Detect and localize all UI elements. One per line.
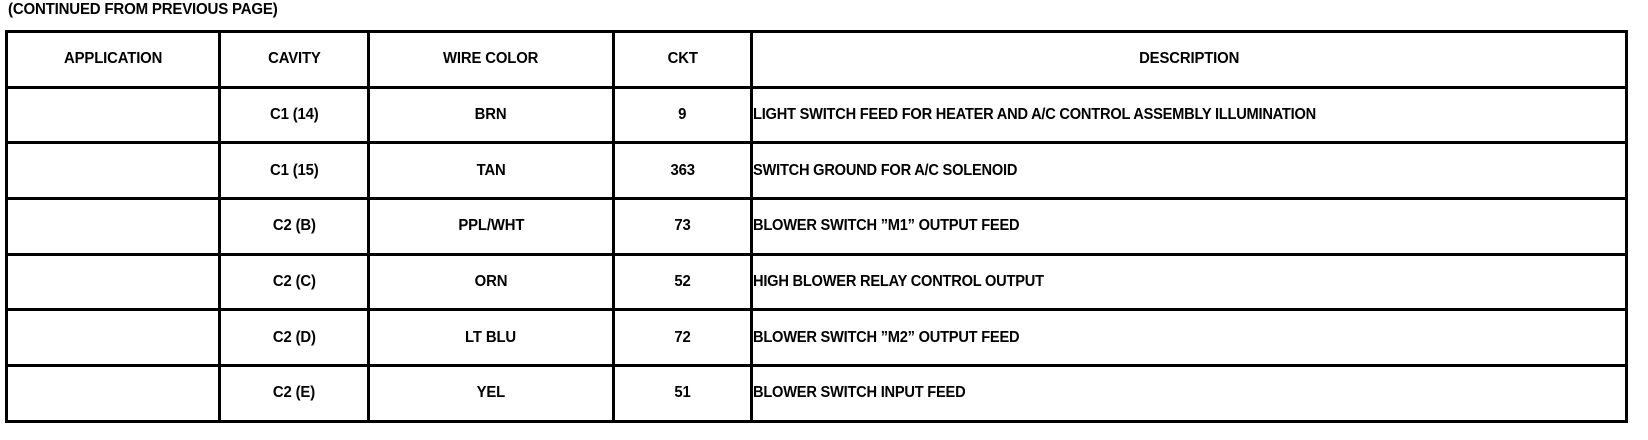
cell-ckt: 72 bbox=[612, 308, 753, 368]
cell-wire-color: TAN bbox=[367, 141, 615, 201]
table-row: C2 (B) PPL/WHT 73 BLOWER SWITCH ”M1” OUT… bbox=[5, 197, 1628, 256]
cell-application bbox=[5, 197, 221, 256]
cell-cavity-value: C2 (B) bbox=[272, 217, 316, 235]
cell-ckt-value: 9 bbox=[678, 106, 687, 124]
cell-wire-color-value: ORN bbox=[474, 273, 508, 291]
continued-from-previous-page-note: (CONTINUED FROM PREVIOUS PAGE) bbox=[8, 1, 278, 18]
cell-wire-color-value: BRN bbox=[475, 106, 507, 124]
table-row: C2 (D) LT BLU 72 BLOWER SWITCH ”M2” OUTP… bbox=[5, 308, 1628, 368]
column-header-wire-color-label: WIRE COLOR bbox=[443, 50, 539, 68]
cell-cavity: C1 (15) bbox=[218, 141, 370, 201]
table-body: C1 (14) BRN 9 LIGHT SWITCH FEED FOR HEAT… bbox=[5, 85, 1628, 423]
cell-application bbox=[5, 85, 221, 145]
cell-ckt: 51 bbox=[612, 364, 753, 423]
cell-ckt-value: 51 bbox=[674, 384, 691, 402]
cell-cavity-value: C1 (14) bbox=[269, 106, 319, 124]
cell-application bbox=[5, 141, 221, 201]
cell-ckt-value: 52 bbox=[674, 273, 691, 291]
cell-cavity: C2 (B) bbox=[218, 197, 370, 256]
cell-wire-color: BRN bbox=[367, 85, 615, 145]
table-header: APPLICATION CAVITY WIRE COLOR CKT DESCRI… bbox=[5, 30, 1628, 89]
cell-description: HIGH BLOWER RELAY CONTROL OUTPUT bbox=[750, 252, 1628, 312]
table-row: C2 (C) ORN 52 HIGH BLOWER RELAY CONTROL … bbox=[5, 252, 1628, 312]
column-header-description: DESCRIPTION bbox=[750, 30, 1628, 89]
cell-cavity-value: C2 (E) bbox=[272, 384, 316, 402]
column-header-application-label: APPLICATION bbox=[63, 50, 163, 68]
cell-description-value: BLOWER SWITCH ”M1” OUTPUT FEED bbox=[753, 217, 1020, 235]
cell-wire-color-value: YEL bbox=[476, 384, 506, 402]
cell-cavity: C1 (14) bbox=[218, 85, 370, 145]
cell-description: SWITCH GROUND FOR A/C SOLENOID bbox=[750, 141, 1628, 201]
table-row: C2 (E) YEL 51 BLOWER SWITCH INPUT FEED bbox=[5, 364, 1628, 423]
cell-description-value: LIGHT SWITCH FEED FOR HEATER AND A/C CON… bbox=[753, 106, 1316, 124]
cell-application bbox=[5, 308, 221, 368]
cell-ckt: 9 bbox=[612, 85, 753, 145]
cell-cavity-value: C2 (D) bbox=[272, 328, 316, 346]
cell-wire-color: PPL/WHT bbox=[367, 197, 615, 256]
cell-description-value: BLOWER SWITCH INPUT FEED bbox=[753, 384, 966, 402]
cell-ckt-value: 72 bbox=[674, 328, 691, 346]
wiring-connector-table-wrapper: APPLICATION CAVITY WIRE COLOR CKT DESCRI… bbox=[5, 30, 1628, 423]
cell-description-value: BLOWER SWITCH ”M2” OUTPUT FEED bbox=[753, 328, 1020, 346]
cell-wire-color-value: LT BLU bbox=[465, 328, 517, 346]
wiring-connector-table: APPLICATION CAVITY WIRE COLOR CKT DESCRI… bbox=[5, 30, 1628, 423]
cell-cavity: C2 (E) bbox=[218, 364, 370, 423]
cell-wire-color: LT BLU bbox=[367, 308, 615, 368]
column-header-description-label: DESCRIPTION bbox=[1138, 50, 1240, 68]
cell-wire-color: ORN bbox=[367, 252, 615, 312]
column-header-wire-color: WIRE COLOR bbox=[367, 30, 615, 89]
cell-application bbox=[5, 252, 221, 312]
column-header-application: APPLICATION bbox=[5, 30, 221, 89]
cell-ckt-value: 363 bbox=[670, 161, 695, 179]
cell-ckt-value: 73 bbox=[674, 217, 691, 235]
cell-description: BLOWER SWITCH INPUT FEED bbox=[750, 364, 1628, 423]
cell-description-value: SWITCH GROUND FOR A/C SOLENOID bbox=[753, 161, 1018, 179]
column-header-cavity-label: CAVITY bbox=[267, 50, 321, 68]
table-header-row: APPLICATION CAVITY WIRE COLOR CKT DESCRI… bbox=[5, 30, 1628, 89]
cell-application bbox=[5, 364, 221, 423]
table-row: C1 (14) BRN 9 LIGHT SWITCH FEED FOR HEAT… bbox=[5, 85, 1628, 145]
cell-description: LIGHT SWITCH FEED FOR HEATER AND A/C CON… bbox=[750, 85, 1628, 145]
column-header-cavity: CAVITY bbox=[218, 30, 370, 89]
cell-ckt: 52 bbox=[612, 252, 753, 312]
cell-cavity-value: C1 (15) bbox=[269, 161, 319, 179]
cell-description: BLOWER SWITCH ”M2” OUTPUT FEED bbox=[750, 308, 1628, 368]
cell-cavity: C2 (C) bbox=[218, 252, 370, 312]
cell-wire-color-value: PPL/WHT bbox=[458, 217, 524, 235]
cell-ckt: 363 bbox=[612, 141, 753, 201]
cell-description-value: HIGH BLOWER RELAY CONTROL OUTPUT bbox=[753, 273, 1044, 291]
cell-ckt: 73 bbox=[612, 197, 753, 256]
cell-description: BLOWER SWITCH ”M1” OUTPUT FEED bbox=[750, 197, 1628, 256]
cell-cavity-value: C2 (C) bbox=[272, 273, 316, 291]
column-header-ckt-label: CKT bbox=[667, 50, 698, 68]
table-row: C1 (15) TAN 363 SWITCH GROUND FOR A/C SO… bbox=[5, 141, 1628, 201]
column-header-ckt: CKT bbox=[612, 30, 753, 89]
cell-wire-color-value: TAN bbox=[476, 161, 506, 179]
cell-cavity: C2 (D) bbox=[218, 308, 370, 368]
cell-wire-color: YEL bbox=[367, 364, 615, 423]
